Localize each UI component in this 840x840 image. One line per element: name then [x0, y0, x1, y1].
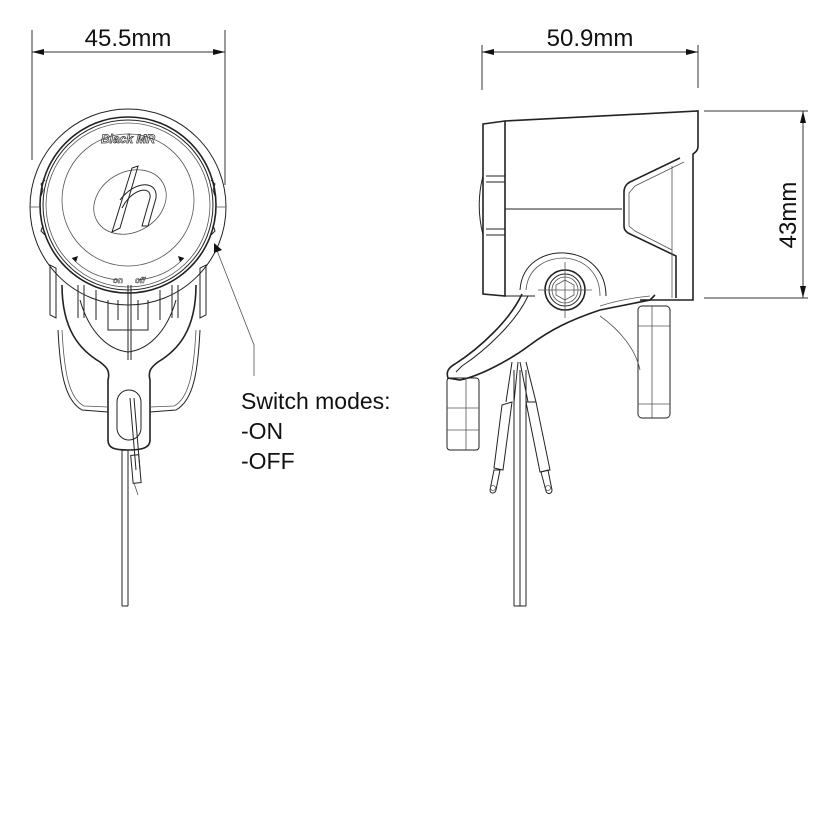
- switch-modes-title: Switch modes:: [241, 388, 391, 414]
- side-view-lamp: [446, 110, 699, 607]
- switch-mode-on: -ON: [241, 418, 284, 444]
- side-length-dimension: 50.9mm: [481, 25, 699, 90]
- switch-leader-line: [214, 243, 255, 376]
- switch-mode-off: -OFF: [241, 448, 295, 474]
- side-height-dimension: 43mm: [704, 110, 808, 299]
- front-view-lamp: Black MR on off: [29, 108, 227, 607]
- side-height-label: 43mm: [775, 182, 802, 249]
- switch-off-label: off: [135, 276, 146, 285]
- pivot-bolt: [519, 252, 607, 318]
- brand-text: Black MR: [101, 132, 155, 146]
- switch-on-label: on: [113, 276, 123, 285]
- h-logo-icon: [93, 165, 167, 235]
- front-width-dimension: 45.5mm: [31, 25, 226, 185]
- switch-modes-note: Switch modes: -ON -OFF: [241, 386, 391, 476]
- front-width-label: 45.5mm: [85, 25, 172, 52]
- side-length-label: 50.9mm: [547, 25, 634, 52]
